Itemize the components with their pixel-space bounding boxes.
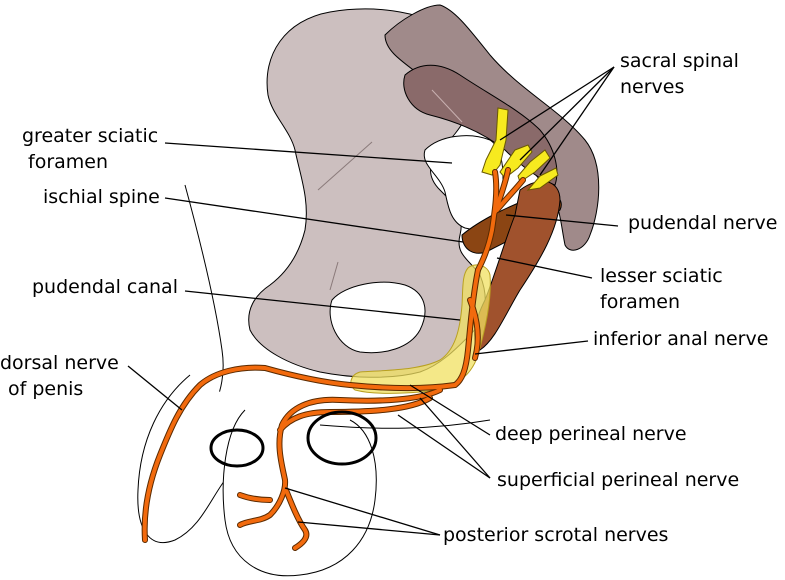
pudendal-nerve-canal	[453, 268, 480, 387]
leader-deep-perineal	[409, 384, 491, 436]
label-superficial-perineal-nerve: superficial perineal nerve	[497, 469, 740, 491]
dorsal-nerve-branch	[142, 365, 457, 542]
black-ring-right	[306, 410, 378, 466]
leader-pudendal-canal	[184, 290, 461, 321]
label-sacral-spinal-nerves: sacral spinal nerves	[620, 48, 739, 100]
sacral-nerve-3	[517, 149, 551, 183]
leader-inferior-anal	[474, 340, 589, 355]
obturator-foramen	[329, 281, 426, 354]
leader-pudendal-nerve	[505, 214, 619, 227]
label-inferior-anal-nerve: inferior anal nerve	[593, 328, 769, 350]
sacrum-contour	[431, 89, 463, 123]
scrotal-branch-1	[284, 488, 309, 550]
leader-scrotal-1	[284, 487, 441, 536]
nerve-root-2	[495, 178, 525, 212]
label-sacral-spinal-nerves-line2: nerves	[620, 76, 685, 98]
label-dorsal-nerve-line2: of penis	[8, 378, 84, 400]
pudendal-nerve-trunk	[476, 170, 499, 272]
bone-contour-line	[317, 141, 373, 191]
skin-line	[319, 419, 491, 429]
label-sacral-spinal-nerves-line1: sacral spinal	[620, 50, 739, 72]
label-greater-sciatic-line2: foramen	[28, 151, 109, 173]
superficial-perineal-branch	[238, 388, 442, 527]
bone-contour-line-2	[329, 261, 339, 291]
label-posterior-scrotal-nerves: posterior scrotal nerves	[443, 524, 669, 546]
leader-ischial-spine	[164, 197, 464, 243]
black-ring-left	[209, 428, 265, 468]
sacrotuberous-ligament	[474, 180, 561, 351]
leader-sacral-1	[499, 66, 615, 141]
label-greater-sciatic-foramen: greater sciatic foramen	[22, 123, 158, 175]
leader-greater-sciatic	[164, 142, 453, 164]
leader-lesser-sciatic	[496, 257, 593, 279]
label-pudendal-nerve: pudendal nerve	[628, 212, 778, 234]
label-ischial-spine: ischial spine	[43, 186, 160, 208]
label-lesser-sciatic-line2: foramen	[600, 291, 681, 313]
sacral-nerve-4	[526, 167, 559, 191]
label-dorsal-nerve-of-penis: dorsal nerve of penis	[0, 350, 119, 402]
label-pudendal-canal: pudendal canal	[32, 276, 178, 298]
label-dorsal-nerve-line1: dorsal nerve	[0, 352, 119, 374]
scrotal-branch-2	[238, 493, 272, 502]
label-greater-sciatic-line1: greater sciatic	[22, 125, 159, 147]
sacral-nerve-1	[481, 107, 509, 176]
leader-scrotal-2	[297, 521, 441, 536]
leader-sacral-3	[539, 66, 615, 176]
nerve-fill-group	[142, 168, 525, 550]
pudendal-canal-shape	[350, 264, 491, 394]
leader-superficial-2	[397, 414, 491, 479]
leader-superficial-1	[419, 397, 491, 479]
leader-sacral-2	[519, 66, 615, 161]
label-lesser-sciatic-line1: lesser sciatic	[600, 265, 723, 287]
label-lesser-sciatic-foramen: lesser sciatic foramen	[600, 263, 723, 315]
label-deep-perineal-nerve: deep perineal nerve	[495, 423, 687, 445]
leader-dorsal-nerve	[127, 365, 183, 411]
